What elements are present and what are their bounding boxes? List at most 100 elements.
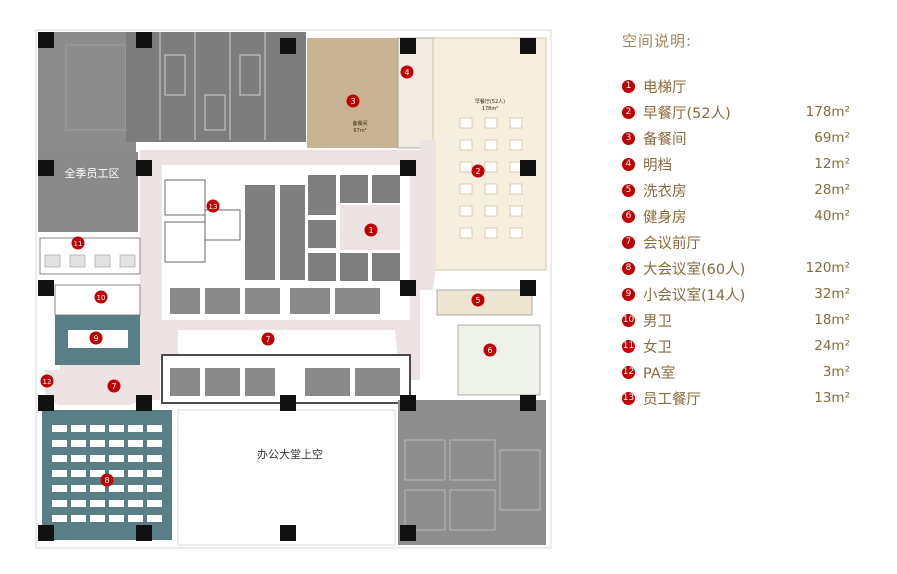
room-marker-number: 2 [475,167,480,176]
elevator-shafts [245,175,400,281]
legend-title: 空间说明: [622,32,693,50]
room-marker-number: 6 [487,346,492,355]
breakfast-table [509,139,523,151]
lobby-void [177,409,396,546]
staff-area-label: 全季员工区 [65,166,120,180]
meeting-desk [71,485,86,492]
column [280,525,296,541]
breakfast-table [484,117,498,129]
south-core-shafts [170,368,400,396]
meeting-desk [109,455,124,462]
legend-number-badge: 2 [622,105,635,119]
meeting-desk [52,485,67,492]
breakfast-table [459,205,473,217]
legend-item-name: 电梯厅 [643,79,687,96]
meeting-desk [147,500,162,507]
legend-item-area: 40m² [814,208,850,224]
meeting-desk [90,455,105,462]
room-marker-number: 5 [475,296,480,305]
column [400,280,416,296]
meeting-desk [147,440,162,447]
room-marker-number: 4 [404,68,409,77]
column [400,38,416,54]
room-marker-number: 9 [93,334,98,343]
meeting-desk [71,470,86,477]
room-marker: 7 [261,332,275,346]
legend-number-badge: 4 [622,157,635,171]
column [520,160,536,176]
meeting-desk [90,500,105,507]
legend-number-badge: 1 [622,79,635,93]
column [136,160,152,176]
legend-item-name: 小会议室(14人) [643,287,746,304]
legend-number-badge: 5 [622,183,635,197]
room-marker-number: 7 [265,335,270,344]
legend-item: 1 电梯厅 [622,73,882,99]
breakfast-label: 早餐厅(52人) [475,98,505,105]
room-marker: 8 [100,473,114,487]
legend-item-name: 洗衣房 [643,183,687,200]
breakfast-table [459,183,473,195]
room-marker: 13 [206,199,220,213]
legend-item-area: 178m² [805,104,850,120]
column [136,525,152,541]
legend-number-badge: 6 [622,209,635,223]
column [38,280,54,296]
restroom-fixtures [44,254,136,268]
meeting-desk [90,485,105,492]
legend-number-badge: 9 [622,287,635,301]
core-lower-shafts [170,288,380,314]
service-strip-top [126,32,306,142]
breakfast-table [509,117,523,129]
legend-item-name: 员工餐厅 [643,391,701,408]
room-marker-number: 13 [209,203,218,211]
meeting-desk [90,515,105,522]
meeting-desk [147,470,162,477]
meeting-desk [147,455,162,462]
meeting-desk [109,485,124,492]
legend-item-name: 早餐厅(52人) [643,105,731,122]
meeting-desk [128,500,143,507]
meeting-desk [52,455,67,462]
breakfast-table [484,183,498,195]
gray-block-topleft [38,32,136,152]
room-marker-number: 10 [97,294,106,302]
room-marker: 10 [94,290,108,304]
meeting-desk [71,500,86,507]
meeting-desk [109,425,124,432]
legend-number-badge: 7 [622,235,635,249]
meeting-desk [128,425,143,432]
service-partitions [159,32,266,140]
meeting-desk [128,470,143,477]
column [136,395,152,411]
legend-number-badge: 3 [622,131,635,145]
legend-item-area: 69m² [814,130,850,146]
room-marker: 12 [40,374,54,388]
legend-item: 3 备餐间 69m² [622,125,882,151]
room-marker: 1 [364,223,378,237]
legend-number-badge: 11 [622,339,635,353]
legend-item: 7 会议前厅 [622,229,882,255]
structural-columns [38,32,536,541]
core-rooms [164,179,241,263]
breakfast-tables [459,117,523,239]
legend-item-name: 会议前厅 [643,235,701,252]
breakfast-table [459,117,473,129]
gym [457,324,541,396]
column [280,395,296,411]
prep-room [307,38,407,148]
prep-room-label: 备餐间 [352,120,367,127]
breakfast-table [459,139,473,151]
legend-item-name: 备餐间 [643,131,687,148]
legend-number-badge: 10 [622,313,635,327]
meeting-desk [128,515,143,522]
column [400,160,416,176]
room-marker-number: 12 [43,378,52,386]
meeting-desk [109,470,124,477]
